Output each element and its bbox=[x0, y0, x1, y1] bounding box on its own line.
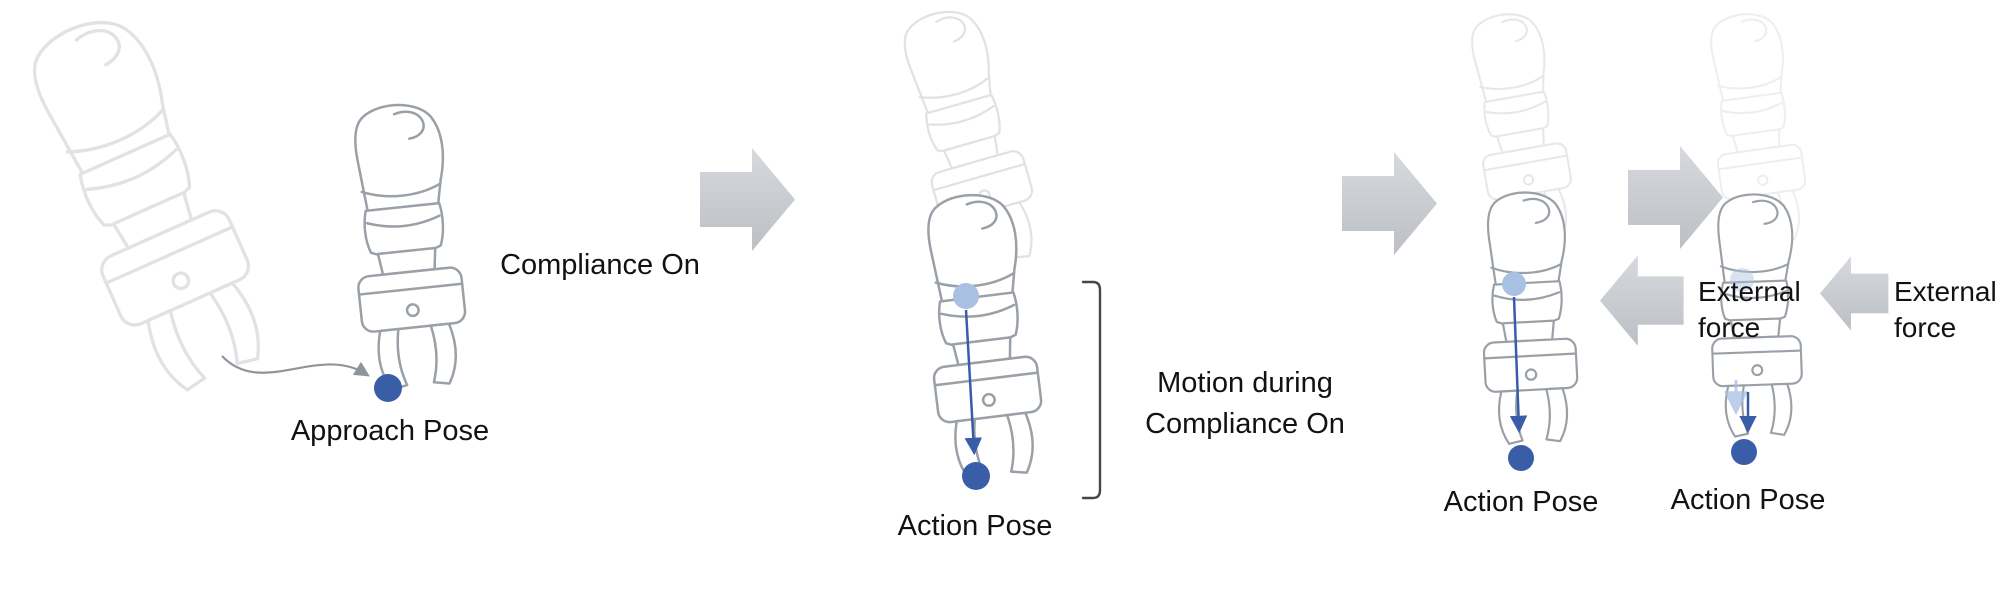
action-pose-dot-4 bbox=[1731, 439, 1757, 465]
approach-pose-label: Approach Pose bbox=[290, 415, 490, 447]
action-pose-dot-2 bbox=[962, 462, 990, 490]
motion-arrow-2-icon bbox=[964, 309, 983, 456]
motion-arrow-3-icon bbox=[1509, 296, 1528, 434]
flow-arrow-3-icon bbox=[1628, 146, 1723, 249]
motion-range-bracket bbox=[1081, 280, 1102, 500]
start-pose-dot-4 bbox=[1730, 268, 1754, 292]
flow-arrow-1-icon bbox=[700, 148, 795, 251]
start-pose-dot-3 bbox=[1502, 272, 1526, 296]
action-pose-label-2: Action Pose bbox=[1443, 486, 1599, 518]
action-pose-dot-3 bbox=[1508, 445, 1534, 471]
compliance-on-label: Compliance On bbox=[500, 249, 700, 281]
robot-gripper-ghost-1 bbox=[4, 0, 288, 405]
flow-arrow-2-icon bbox=[1342, 152, 1437, 255]
external-force-label-1-line-1: External bbox=[1698, 276, 1801, 307]
approach-pose-dot bbox=[374, 374, 402, 402]
external-force-label-1-line-2: force bbox=[1698, 312, 1761, 343]
action-pose-label-3: Action Pose bbox=[1670, 484, 1826, 516]
external-force-label-2-line-1: External bbox=[1894, 276, 1997, 307]
motion-note-line-1: Motion during bbox=[1157, 367, 1333, 399]
start-pose-dot-2 bbox=[953, 283, 979, 309]
external-force-arrow-1-icon bbox=[1600, 255, 1684, 346]
robot-gripper-1 bbox=[338, 98, 474, 394]
motion-note-line-2: Compliance On bbox=[1145, 408, 1345, 440]
action-pose-label-1: Action Pose bbox=[897, 510, 1053, 542]
external-force-arrow-2-icon bbox=[1820, 256, 1889, 331]
external-force-label-2-line-2: force bbox=[1894, 312, 1957, 343]
robot-gripper-3 bbox=[1474, 189, 1582, 447]
approach-path-arrow-icon bbox=[221, 355, 370, 377]
